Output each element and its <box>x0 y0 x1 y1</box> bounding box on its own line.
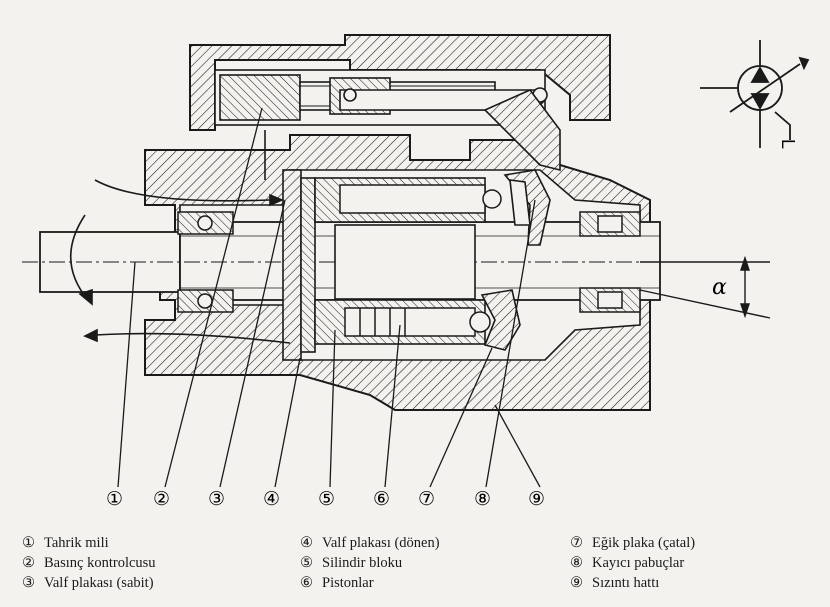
legend-column-1: ① Tahrik mili ② Basınç kontrolcusu ③ Valf p… <box>22 533 262 593</box>
drain-port-label: L <box>778 139 798 149</box>
legend-number: ⑨ <box>570 575 583 591</box>
callout-5: ⑤ <box>318 489 335 510</box>
legend-number: ② <box>22 555 35 571</box>
legend-text: Kayıcı pabuçlar <box>592 555 685 571</box>
angle-alpha-label: α <box>712 275 727 300</box>
legend-number: ⑤ <box>300 555 313 571</box>
legend-number: ④ <box>300 535 313 551</box>
legend-text: Valf plakası (dönen) <box>322 535 440 551</box>
flow-arrows <box>69 130 291 344</box>
legend-text: Eğik plaka (çatal) <box>592 535 696 551</box>
legend-item: ⑨ Sızıntı hattı <box>570 573 810 593</box>
pistons <box>339 184 502 337</box>
legend-item: ① Tahrik mili <box>22 533 262 553</box>
callout-6: ⑥ <box>373 489 390 510</box>
legend-text: Silindir bloku <box>322 555 403 571</box>
callout-2: ② <box>153 489 170 510</box>
swivel-angle-marker <box>639 255 771 319</box>
front-bearing <box>177 211 234 313</box>
legend-column-3: ⑦ Eğik plaka (çatal) ⑧ Kayıcı pabuçlar ⑨ Sı… <box>570 533 810 593</box>
legend-number: ⑦ <box>570 535 583 551</box>
legend-item: ④ Valf plakası (dönen) <box>300 533 540 553</box>
legend-item: ⑦ Eğik plaka (çatal) <box>570 533 810 553</box>
rear-bearing <box>579 211 641 313</box>
legend-text: Sızıntı hattı <box>592 575 660 591</box>
legend-text: Valf plakası (sabit) <box>44 575 154 591</box>
legend-item: ② Basınç kontrolcusu <box>22 553 262 573</box>
swash-plate <box>480 89 561 351</box>
hydraulic-pump-symbol <box>700 40 810 148</box>
legend-text: Pistonlar <box>322 575 374 591</box>
legend-number: ① <box>22 535 35 551</box>
valve-plates <box>282 169 316 361</box>
legend-item: ⑥ Pistonlar <box>300 573 540 593</box>
legend-text: Tahrik mili <box>44 535 109 551</box>
legend-item: ⑤ Silindir bloku <box>300 553 540 573</box>
leader-lines <box>117 107 541 488</box>
legend-item: ⑧ Kayıcı pabuçlar <box>570 553 810 573</box>
legend-number: ⑧ <box>570 555 583 571</box>
callout-7: ⑦ <box>418 489 435 510</box>
callout-9: ⑨ <box>528 489 545 510</box>
legend-item: ③ Valf plakası (sabit) <box>22 573 262 593</box>
legend-number: ③ <box>22 575 35 591</box>
control-piston <box>219 74 548 121</box>
callout-4: ④ <box>263 489 280 510</box>
callout-3: ③ <box>208 489 225 510</box>
callout-8: ⑧ <box>474 489 491 510</box>
legend-text: Basınç kontrolcusu <box>44 555 156 571</box>
callout-1: ① <box>106 489 123 510</box>
legend-number: ⑥ <box>300 575 313 591</box>
callout-numbers: ① ② ③ ④ ⑤ ⑥ ⑦ ⑧ ⑨ <box>106 489 545 510</box>
